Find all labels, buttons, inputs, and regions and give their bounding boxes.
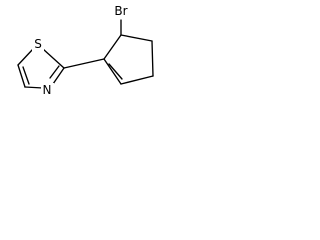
bond-c1-c2-inner: [108, 63, 123, 80]
label-bg-bromine: [112, 4, 131, 18]
bond-c5-c4: [17, 64, 26, 88]
bond-c5-c1: [103, 34, 122, 60]
bond-c2-c1prime: [63, 58, 105, 69]
chemical-structure: Br S N: [17, 4, 154, 97]
bond-c4-n: [24, 86, 44, 89]
bond-c2-c3: [120, 75, 154, 85]
bond-c2-s: [42, 48, 65, 69]
bond-c1-c2-double: [103, 58, 122, 85]
bond-c3-c4: [151, 40, 154, 77]
label-bg-nitrogen: [41, 83, 54, 97]
atom-label-nitrogen: N: [43, 83, 52, 97]
bond-c4-c5: [120, 34, 153, 42]
bond-n-c2-inner: [49, 65, 60, 79]
atom-label-bromine: Br: [114, 4, 127, 18]
bond-s-c5: [17, 48, 34, 66]
bond-c5-c4-inner: [22, 66, 30, 85]
bond-n-c2: [52, 67, 65, 85]
label-bg-sulfur: [32, 37, 44, 51]
atom-label-sulfur: S: [34, 37, 42, 51]
